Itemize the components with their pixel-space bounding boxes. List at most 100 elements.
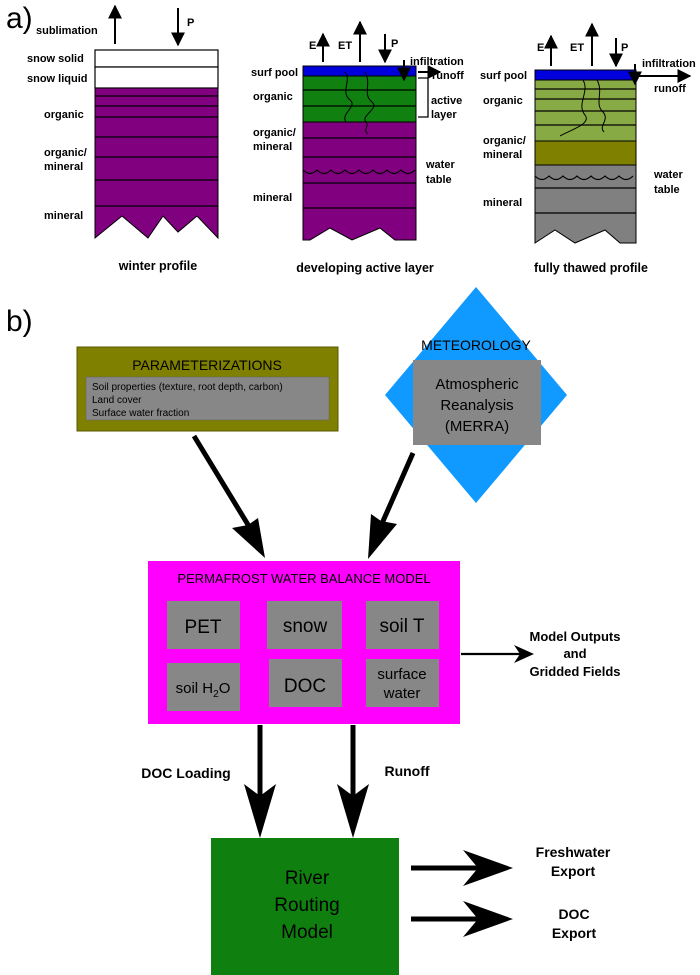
- freshwater-export-line-1: Freshwater: [536, 844, 611, 860]
- doc-export-arrowhead: [463, 901, 513, 937]
- dev-runoff-label: runoff: [432, 70, 464, 82]
- layer-label: layer: [431, 109, 457, 121]
- pwbm-box: PERMAFROST WATER BALANCE MODEL PET snow …: [148, 561, 460, 724]
- runoff-arrowhead: [337, 784, 369, 838]
- reanalysis-line-2: Reanalysis: [440, 397, 513, 414]
- thawed-profile-title: fully thawed profile: [534, 261, 648, 275]
- parameterizations-item-3: Surface water fraction: [92, 408, 189, 419]
- soil-t-label: soil T: [379, 616, 424, 637]
- active-layer-bracket: [418, 77, 429, 118]
- model-outputs-arrowhead: [514, 645, 534, 663]
- dev-organic-mineral-label-2: mineral: [253, 141, 292, 153]
- organic-mineral-label-2: mineral: [44, 161, 83, 173]
- freshwater-export-line-2: Export: [551, 863, 596, 879]
- down-arrows: [244, 725, 369, 838]
- dev-water-label: water: [425, 159, 455, 171]
- parameterizations-item-1: Soil properties (texture, root depth, ca…: [92, 382, 283, 393]
- dev-et-label: ET: [338, 40, 352, 52]
- doc-label: DOC: [284, 676, 326, 697]
- model-outputs-line-1: Model Outputs: [530, 629, 621, 644]
- thawed-table-label: table: [654, 184, 680, 196]
- thawed-runoff-label: runoff: [654, 83, 686, 95]
- model-outputs-line-2: and: [563, 646, 586, 661]
- thawed-organic-mineral-label-2: mineral: [483, 149, 522, 161]
- thawed-root-1: [559, 79, 587, 137]
- met-arrowhead: [368, 514, 397, 559]
- thawed-organic-mineral-layer: [534, 140, 637, 166]
- doc-export-line-1: DOC: [558, 906, 589, 922]
- surface-water-module: [366, 659, 439, 707]
- dev-p-label: P: [391, 38, 398, 50]
- snow-liquid-layer: [94, 66, 219, 89]
- dev-organic-label: organic: [253, 91, 293, 103]
- model-outputs-line-3: Gridded Fields: [529, 664, 620, 679]
- river-routing-box: River Routing Model: [211, 838, 399, 975]
- pwbm-title: PERMAFROST WATER BALANCE MODEL: [177, 571, 430, 586]
- thawed-surf-pool-label: surf pool: [480, 70, 527, 82]
- snow-liquid-label: snow liquid: [27, 73, 88, 85]
- thawed-organic-mineral-label-1: organic/: [483, 135, 526, 147]
- dev-surf-pool-label: surf pool: [251, 67, 298, 79]
- thawed-p-label: P: [621, 42, 628, 54]
- precip-label: P: [187, 17, 194, 29]
- mineral-label: mineral: [44, 210, 83, 222]
- soil-t-module: [366, 601, 439, 649]
- thawed-mineral-column: [534, 164, 637, 244]
- thawed-water-table-line: [534, 175, 634, 181]
- developing-profile-title: developing active layer: [296, 261, 434, 275]
- doc-loading-label: DOC Loading: [141, 765, 230, 781]
- panel-a-label: a): [6, 2, 33, 35]
- dev-mineral-label: mineral: [253, 192, 292, 204]
- runoff-label: Runoff: [384, 763, 429, 779]
- doc-loading-arrowhead: [244, 784, 276, 838]
- dev-organic-layer: [302, 75, 417, 123]
- snow-module: [267, 601, 342, 649]
- doc-module: [269, 659, 342, 707]
- meteorology-diamond: METEOROLOGY Atmospheric Reanalysis (MERR…: [385, 287, 567, 503]
- dev-water-table-line: [302, 169, 416, 175]
- river-line-1: River: [285, 868, 330, 889]
- parameterizations-item-2: Land cover: [92, 395, 142, 406]
- doc-export-line-2: Export: [552, 925, 597, 941]
- active-label: active: [431, 95, 462, 107]
- thawed-mineral-label: mineral: [483, 197, 522, 209]
- pet-label: PET: [185, 617, 222, 638]
- thawed-surf-pool: [534, 69, 637, 81]
- dev-frozen-column: [302, 121, 417, 241]
- dev-infiltration-label: infiltration: [410, 56, 464, 68]
- thawed-infiltration-label: infiltration: [642, 58, 696, 70]
- dev-root-2: [364, 71, 375, 135]
- reanalysis-box: [413, 360, 541, 445]
- panel-b-label: b): [6, 305, 33, 338]
- parameterizations-title: PARAMETERIZATIONS: [132, 357, 282, 373]
- soil-h2o-label: soil H2O: [176, 680, 231, 700]
- reanalysis-line-1: Atmospheric: [435, 376, 519, 393]
- thawed-root-2: [596, 79, 606, 133]
- parameterizations-list: [85, 376, 330, 421]
- freshwater-arrowhead: [463, 850, 513, 886]
- snow-solid-layer: [94, 49, 219, 68]
- pet-module: [167, 601, 240, 649]
- winter-profile: sublimation P snow solid snow liquid org…: [27, 4, 219, 273]
- export-arrows: [411, 850, 513, 937]
- sublimation-label: sublimation: [36, 25, 98, 37]
- organic-mineral-label-1: organic/: [44, 147, 87, 159]
- dev-e-label: E: [309, 40, 316, 52]
- winter-soil-column: [94, 87, 219, 240]
- thawed-water-label: water: [653, 169, 683, 181]
- river-line-2: Routing: [274, 895, 340, 916]
- parameterizations-box: PARAMETERIZATIONS Soil properties (textu…: [76, 346, 339, 432]
- dev-table-label: table: [426, 174, 452, 186]
- param-arrowhead: [232, 518, 265, 558]
- winter-profile-title: winter profile: [118, 259, 198, 273]
- dev-surf-pool: [302, 65, 417, 77]
- thawed-profile: E ET P infiltration runoff surf pool org…: [480, 22, 696, 275]
- developing-profile: E ET P infiltration runoff active layer …: [251, 20, 464, 275]
- reanalysis-line-3: (MERRA): [445, 418, 509, 435]
- snow-solid-label: snow solid: [27, 53, 84, 65]
- snow-label: snow: [283, 616, 328, 637]
- dev-root-1: [344, 71, 353, 123]
- surface-water-label-2: water: [383, 685, 421, 702]
- meteorology-title: METEOROLOGY: [421, 337, 531, 353]
